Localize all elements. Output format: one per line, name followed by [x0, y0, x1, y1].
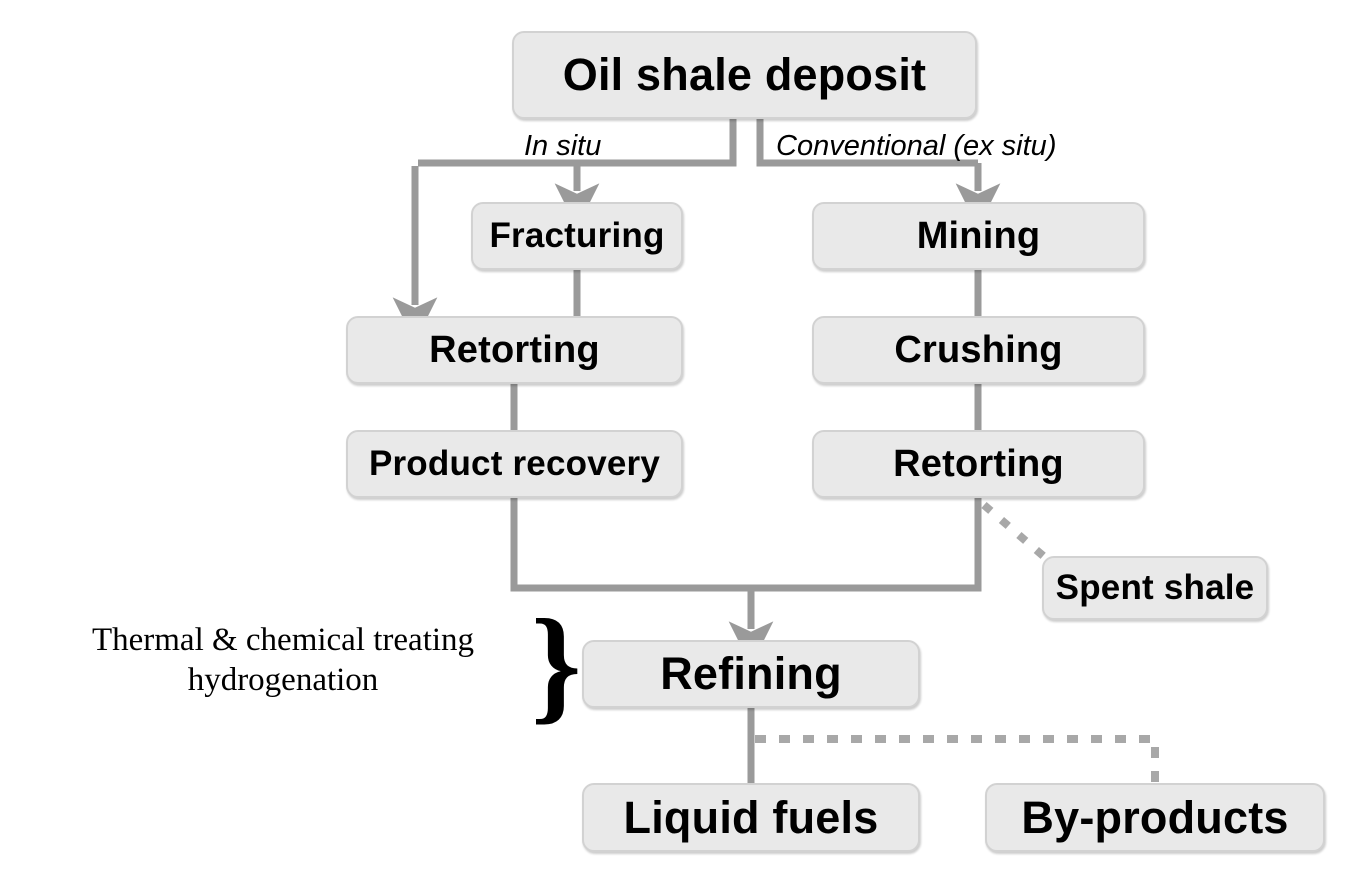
node-refining[interactable]: Refining [582, 640, 920, 708]
annotation-line-2: hydrogenation [187, 662, 379, 699]
curly-brace-icon: } [531, 593, 582, 735]
edge-product-to-refining [510, 498, 751, 592]
node-label: Crushing [894, 328, 1063, 371]
node-crushing[interactable]: Crushing [812, 316, 1145, 384]
node-label: Oil shale deposit [562, 49, 927, 100]
node-label: By-products [1021, 791, 1289, 843]
node-liquid-fuels[interactable]: Liquid fuels [582, 783, 920, 852]
edge-label-in-situ: In situ [524, 130, 602, 162]
node-oil-shale-deposit[interactable]: Oil shale deposit [512, 31, 977, 119]
node-retorting-conventional[interactable]: Retorting [812, 430, 1145, 498]
node-label: Liquid fuels [623, 791, 879, 843]
node-mining[interactable]: Mining [812, 202, 1145, 270]
node-by-products[interactable]: By-products [985, 783, 1325, 852]
node-label: Fracturing [489, 216, 665, 255]
node-label: Product recovery [368, 444, 661, 483]
node-label: Mining [916, 214, 1041, 257]
edge-label-conventional-ex-situ: Conventional (ex situ) [776, 130, 1057, 162]
node-fracturing[interactable]: Fracturing [471, 202, 683, 270]
node-label: Retorting [429, 328, 600, 371]
annotation-line-1: Thermal & chemical treating [91, 622, 475, 658]
node-label: Refining [660, 648, 842, 699]
node-retorting-in-situ[interactable]: Retorting [346, 316, 683, 384]
annotation-thermal-chemical-treating: Thermal & chemical treating hydrogenatio… [28, 620, 538, 701]
edge-refining-to-by-products [755, 735, 1159, 783]
node-spent-shale[interactable]: Spent shale [1042, 556, 1268, 620]
node-product-recovery[interactable]: Product recovery [346, 430, 683, 498]
edge-retorting-conv-to-spent-shale [981, 501, 1051, 564]
node-label: Spent shale [1055, 568, 1255, 607]
edge-retorting-conv-to-refining [751, 498, 982, 592]
node-label: Retorting [893, 442, 1064, 485]
